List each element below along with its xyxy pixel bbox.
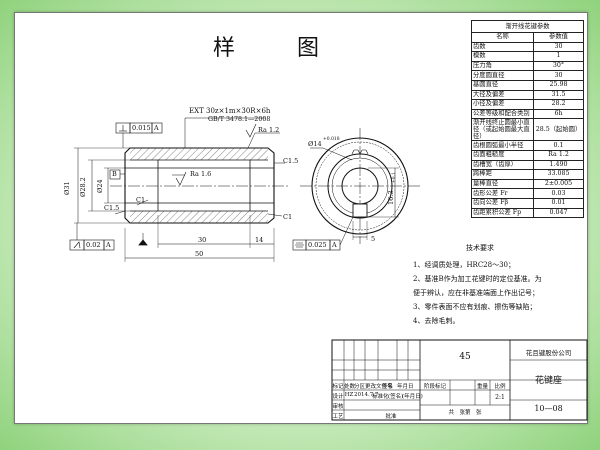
chamfer-c15-right: C1.5: [283, 157, 299, 165]
param-value: 6h: [533, 108, 584, 120]
tb-value: (年月日): [402, 394, 423, 400]
dim-14: 14: [255, 236, 264, 244]
param-name: 压力角: [471, 60, 534, 72]
tb-scale-value: 2:1: [495, 394, 505, 401]
tb-drawing-no: 10—08: [534, 404, 563, 413]
tb-review-label: 审核: [332, 404, 344, 410]
param-value: 30: [533, 41, 584, 53]
perpendicularity-tolerance: 0.015: [132, 124, 151, 132]
param-value: 0.01: [533, 197, 584, 209]
keyway-diameter: Ø14: [308, 140, 322, 148]
tb-value: 2014.7.7: [354, 392, 379, 398]
param-header-name: 名称: [471, 32, 534, 43]
outer-diameter: Ø31: [63, 181, 71, 195]
title-block: 标记 处数 分区 更改文件号 签名 年月日 设计 HZ 2014.7.7 标准化…: [332, 340, 587, 420]
pitch-diameter: Ø28.2: [79, 177, 87, 197]
tb-label: 年月日: [397, 384, 414, 390]
tb-value: 设计: [332, 394, 344, 400]
keyway-depth: 16.3: [387, 190, 395, 205]
tb-label: 处数: [344, 384, 356, 390]
param-value: 28.2: [533, 99, 584, 110]
param-header-value: 参数值: [533, 32, 584, 43]
dim-30: 30: [198, 236, 207, 244]
param-name: 分度圆直径: [471, 70, 534, 81]
symmetry-datum: A: [332, 241, 337, 249]
tb-value: HZ: [344, 392, 354, 398]
param-value: 30: [533, 70, 584, 81]
param-value: 0.1: [533, 140, 584, 151]
param-value: 33.085: [533, 169, 584, 180]
param-value: Ra 1.2: [533, 149, 584, 161]
param-name: 模数: [471, 51, 534, 62]
tech-requirement-item: 2、基准B作为加工花键时的定位基准。为: [413, 275, 542, 283]
roughness-middle: Ra 1.6: [190, 170, 212, 178]
runout-tolerance: 0.02: [86, 241, 101, 249]
tb-company: 花且键股份公司: [525, 349, 572, 357]
bore-diameter: Ø24: [96, 179, 104, 193]
param-name: 小径及偏差: [471, 99, 534, 110]
dim-50: 50: [195, 250, 204, 258]
param-name: 齿槽宽（齿厚）: [471, 159, 534, 171]
chamfer-c15-left: C1.5: [104, 204, 120, 212]
param-value: 31.5: [533, 89, 584, 101]
param-value: 0.047: [533, 207, 584, 219]
tb-process-label: 工艺: [332, 414, 344, 420]
param-value: 28.5（起始圆）: [533, 118, 584, 142]
param-name: 量棒直径: [471, 178, 534, 190]
roughness-top: Ra 1.2: [258, 126, 280, 134]
param-value: 25.98: [533, 79, 584, 91]
param-name: 齿形公差 Fr: [471, 188, 534, 199]
tb-stage-label: 阶段标记: [423, 384, 446, 390]
param-name: 齿距累积公差 Fp: [471, 207, 534, 219]
param-value: 1: [533, 51, 584, 62]
param-value: 0.03: [533, 188, 584, 199]
sample-title: 样 图: [213, 36, 340, 61]
param-value: 1.490: [533, 159, 584, 171]
tech-requirement-item: 4、去除毛刺。: [413, 317, 460, 325]
tb-value: (签名): [388, 394, 404, 400]
chamfer-c1-right: C1: [283, 213, 293, 221]
symmetry-tolerance: 0.025: [308, 241, 327, 249]
tb-label: 签名: [381, 384, 393, 390]
param-name: 公差等级和配合类别: [471, 108, 534, 120]
spline-standard: GB/T 3478.1—2008: [208, 116, 271, 123]
tb-weight-label: 重量: [476, 384, 488, 390]
keyway-width: 5: [371, 235, 376, 243]
tech-requirement-item: 便于辨认，应在非基准端面上作出记号；: [413, 289, 539, 297]
keyway-depth-tolerance: +0.1: [392, 172, 397, 183]
runout-datum: A: [106, 241, 111, 249]
tech-requirement-item: 3、零件表面不应有划痕、擦伤等缺陷；: [413, 303, 537, 311]
param-table-title: 渐开线花键参数: [471, 20, 584, 33]
perpendicularity-datum: A: [154, 124, 159, 132]
param-value: 2±0.005: [533, 178, 584, 190]
param-name: 基圆直径: [471, 79, 534, 91]
param-name: 齿向公差 Fβ: [471, 197, 534, 209]
tech-requirement-item: 1、经调质处理，HRC28～30；: [413, 261, 515, 269]
chamfer-c1-left: C1: [136, 196, 146, 204]
tb-label: 更改文件号: [365, 384, 393, 390]
tb-part-name: 花键座: [534, 376, 562, 386]
tb-label: 标记: [332, 384, 344, 390]
tb-sheets-label: 共 张第 张: [448, 410, 482, 416]
param-name: 渐开线终止圆最小直径（或起始圆最大直径）: [471, 118, 534, 142]
param-name: 齿面粗糙度: [471, 149, 534, 161]
datum-b-label: B: [112, 170, 117, 178]
spline-spec: EXT 30z×1m×30R×6h: [189, 107, 271, 115]
tb-material: 45: [459, 352, 471, 362]
tech-requirements-title: 技术要求: [466, 244, 494, 252]
tb-approve-label: 批准: [385, 414, 397, 420]
tb-scale-label: 比例: [494, 384, 506, 390]
param-name: 跨棒距: [471, 169, 534, 180]
param-name: 大径及偏差: [471, 89, 534, 101]
tb-value: 标准化: [372, 394, 389, 400]
tb-label: 分区: [354, 384, 366, 390]
keyway-diameter-tolerance: +0.018: [323, 137, 340, 142]
param-value: 30°: [533, 60, 584, 72]
param-name: 齿数: [471, 41, 534, 53]
param-name: 齿根圆弧最小半径: [471, 140, 534, 151]
